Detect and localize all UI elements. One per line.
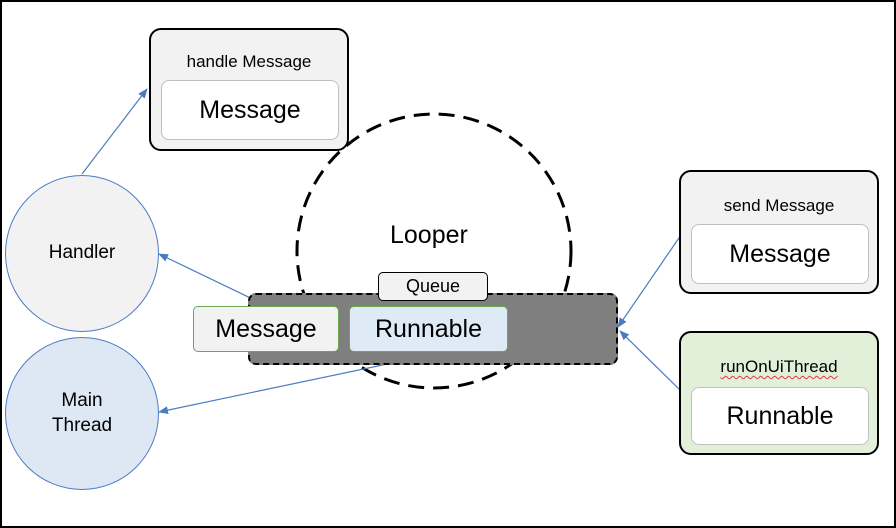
handle-message-box: handle Message Message bbox=[149, 28, 349, 151]
looper-label: Looper bbox=[390, 221, 468, 249]
handle-message-title: handle Message bbox=[186, 52, 312, 71]
run-on-ui-thread-title-text: runOnUiThread bbox=[720, 357, 838, 376]
send-message-item: Message bbox=[691, 224, 869, 284]
send-message-title: send Message bbox=[723, 196, 835, 215]
queue-label: Queue bbox=[378, 272, 488, 301]
looper-circle bbox=[295, 112, 573, 390]
run-on-ui-thread-box: runOnUiThread Runnable bbox=[679, 331, 879, 455]
send-message-box: send Message Message bbox=[679, 170, 879, 294]
handle-message-item: Message bbox=[161, 80, 339, 140]
arrow-send-message-to-queue bbox=[617, 234, 682, 328]
run-on-ui-thread-item: Runnable bbox=[691, 387, 869, 445]
arrow-run-on-ui-thread-to-queue bbox=[619, 330, 682, 392]
handler-circle: Handler bbox=[5, 175, 159, 332]
arrow-handler-to-handle-message bbox=[81, 88, 148, 175]
queue-item-message: Message bbox=[193, 306, 339, 352]
main-thread-circle: Main Thread bbox=[5, 337, 159, 490]
run-on-ui-thread-title: runOnUiThread bbox=[681, 357, 877, 377]
queue-item-runnable: Runnable bbox=[349, 306, 508, 352]
